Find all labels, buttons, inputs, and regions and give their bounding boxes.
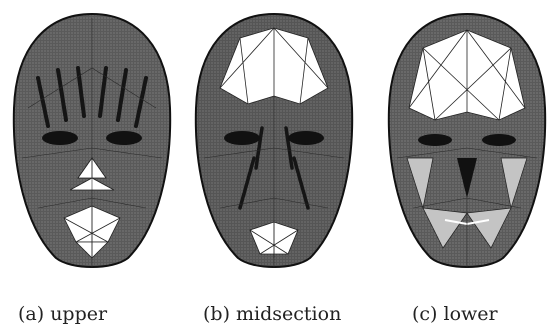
left-eye [224,131,260,145]
face-mesh-upper [8,8,176,274]
left-eye [418,134,452,146]
face-mesh-lower [383,8,551,274]
right-eye [482,134,516,146]
caption-upper: (a) upper [18,300,107,328]
face-mesh-midsection [190,8,358,274]
left-eye [42,131,78,145]
right-eye [288,131,324,145]
right-eye [106,131,142,145]
caption-lower: (c) lower [412,300,498,328]
face-panel-midsection [190,8,358,274]
face-panel-upper [8,8,176,274]
face-panel-lower [383,8,551,274]
caption-midsection: (b) midsection [203,300,341,328]
